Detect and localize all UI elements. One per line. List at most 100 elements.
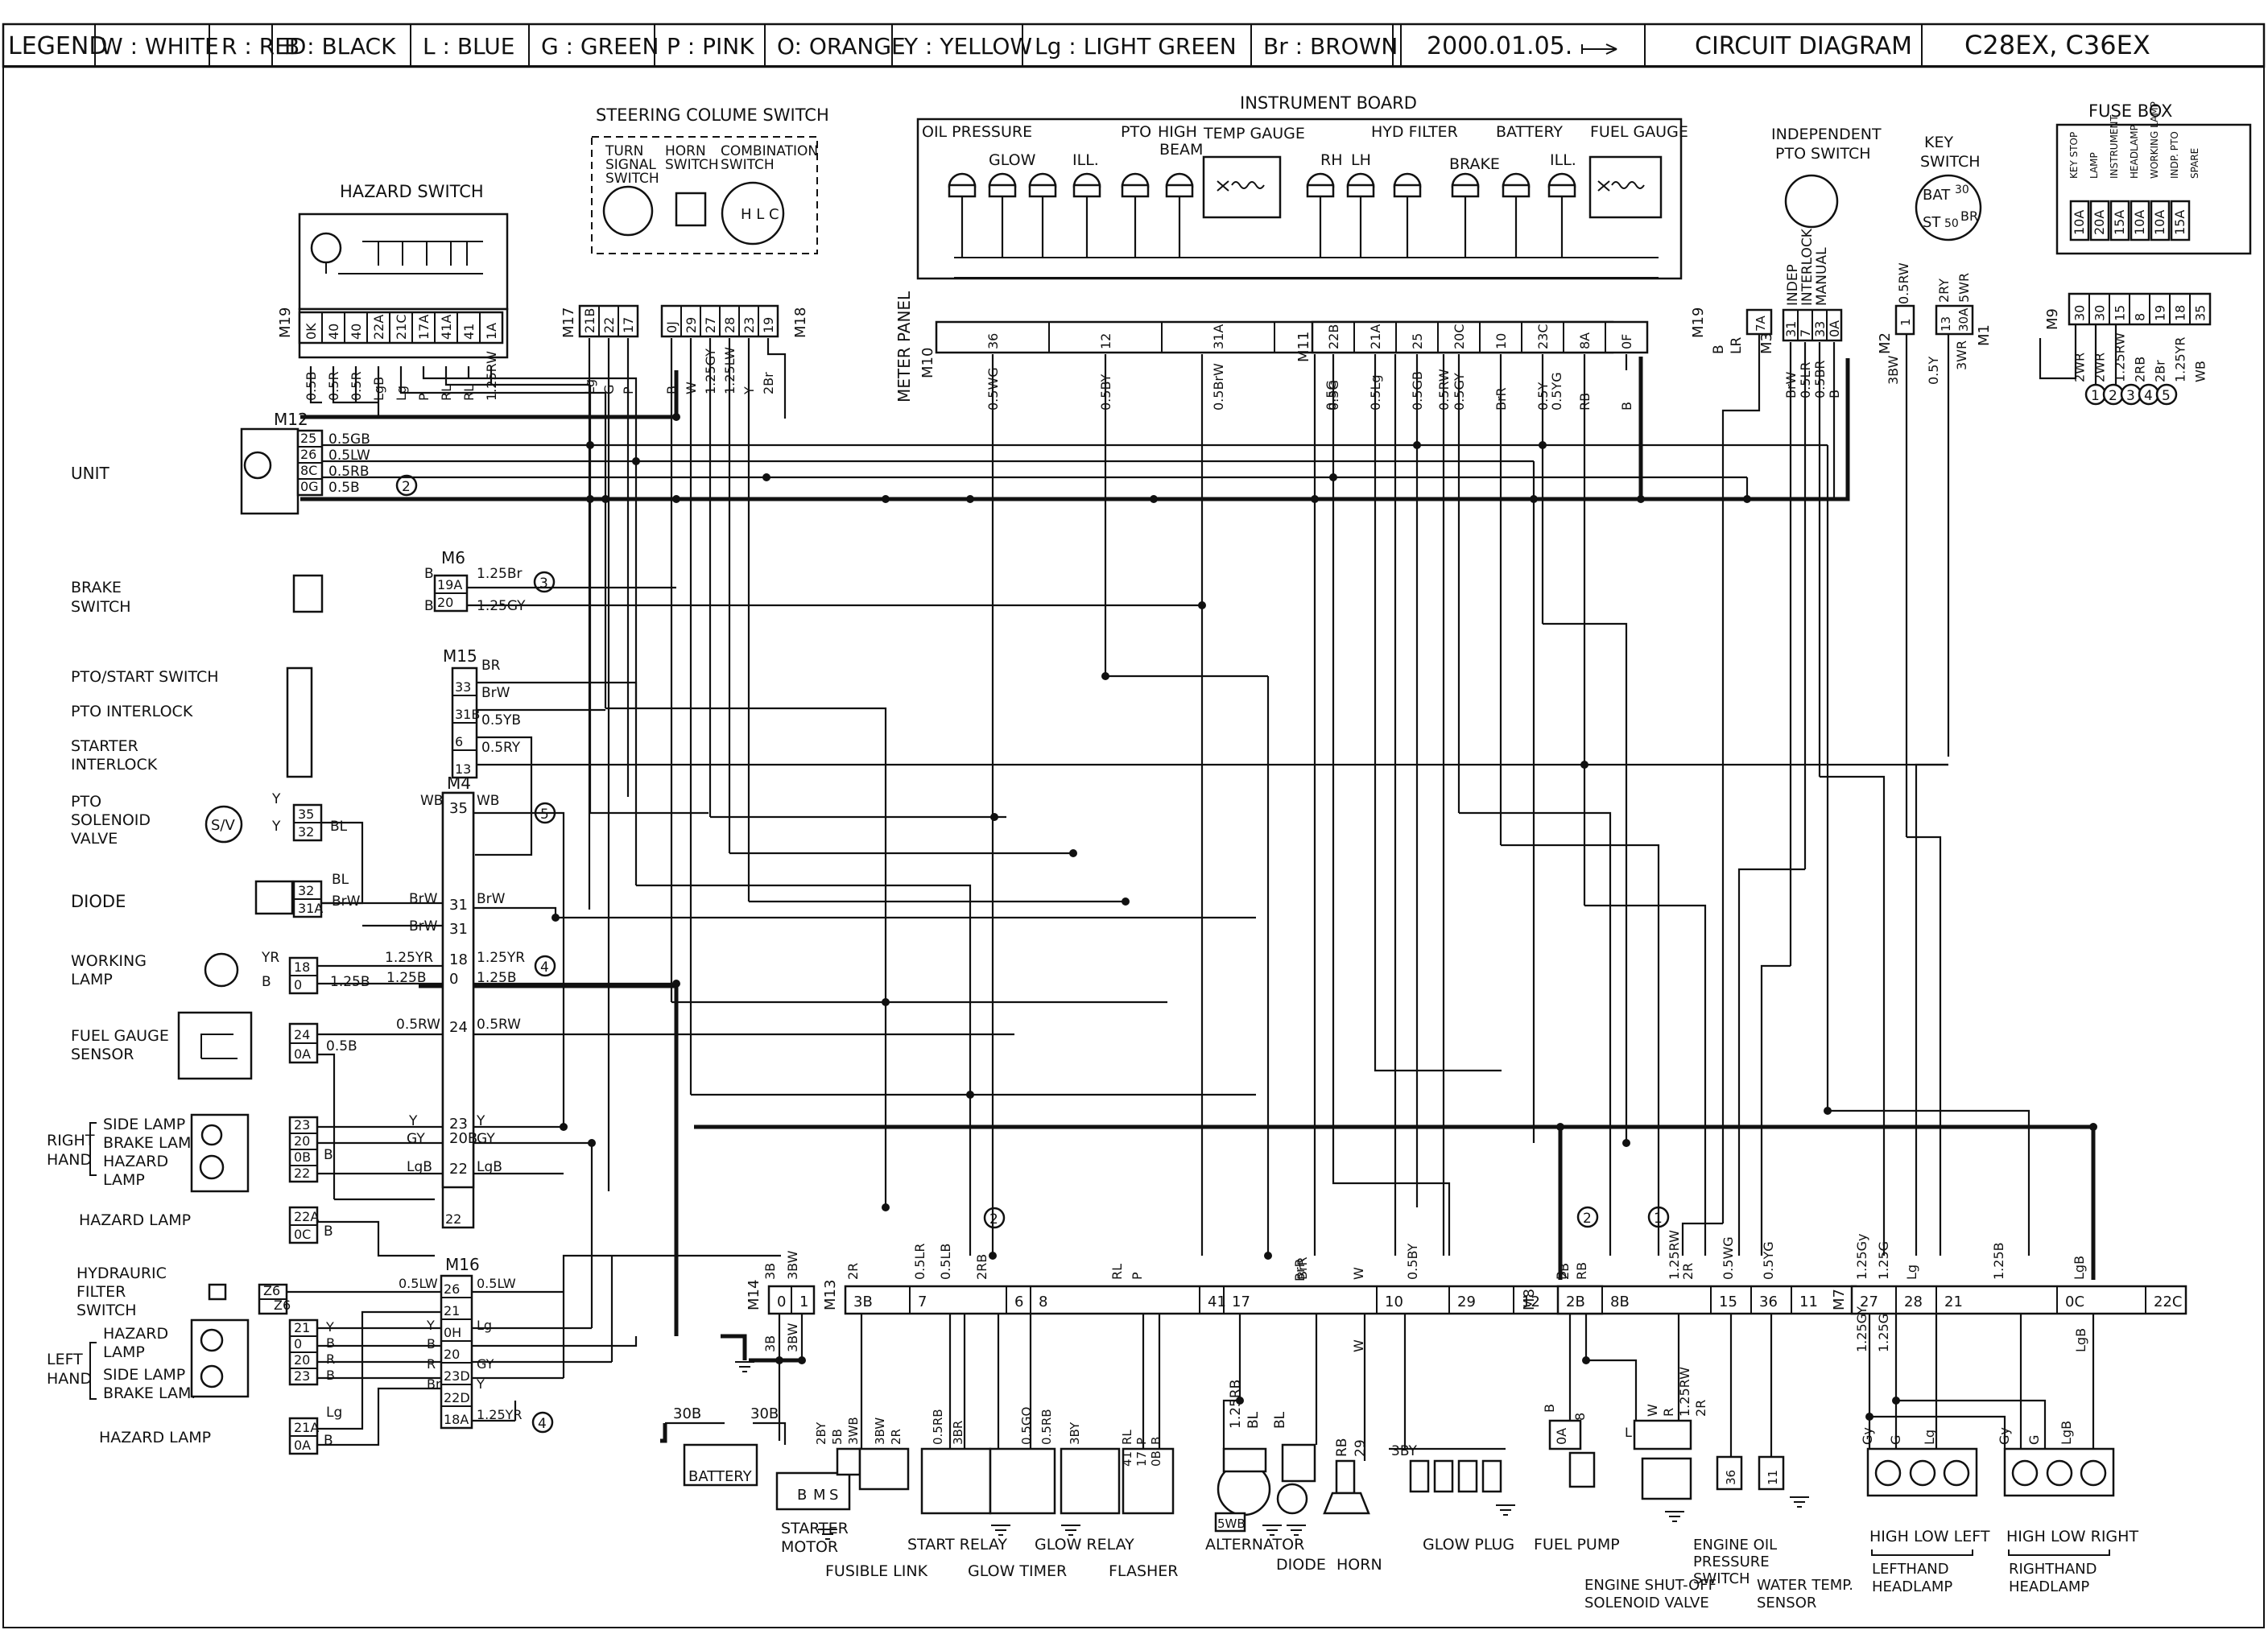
indicator-lamp-base (1306, 184, 1335, 198)
indicator-lamp-base (948, 184, 977, 198)
fusible-link-icon (858, 1447, 910, 1491)
so-wire: 2R (1693, 1400, 1708, 1417)
wire-color: B (324, 1223, 333, 1240)
connector-name: M8 (1521, 1289, 1538, 1310)
instrument-label: PTO (1121, 123, 1151, 141)
flasher-label: FLASHER (1109, 1562, 1179, 1580)
right-hand-label-2: HAND (47, 1151, 92, 1169)
wire-color: 0.5RB (328, 464, 370, 480)
pin-number: 27 (703, 317, 718, 333)
fuse-rating: 20A (2092, 210, 2107, 235)
wire (377, 1244, 435, 1257)
pin-number: 22 (449, 1161, 468, 1178)
fuse-name: INDP. PTO (2169, 131, 2180, 179)
pin-number: 3B (853, 1294, 873, 1310)
wire-color: BrW (332, 893, 361, 910)
wire (1737, 868, 1805, 1256)
junction-dot (560, 1123, 568, 1131)
indicator-lamp-base (1072, 184, 1101, 198)
junction-dot (762, 473, 770, 481)
pin-number: 13 (455, 761, 471, 777)
pin-number: 6 (1014, 1294, 1023, 1310)
legend-entry: P : PINK (667, 33, 754, 60)
junction-dot (1413, 441, 1421, 449)
wire (472, 1336, 638, 1347)
pin-number: 31 (449, 921, 468, 938)
instrument-lamps (948, 172, 1576, 258)
horn-rb: RB (1334, 1438, 1350, 1457)
connector-name: M14 (746, 1280, 762, 1310)
pin-number: 35 (449, 800, 468, 817)
key-50: 50 (1944, 217, 1959, 230)
instrument-label: BRAKE (1449, 155, 1500, 173)
flasher-pin: 17 (1134, 1451, 1149, 1467)
working-lamp-icon (204, 952, 239, 988)
fuel-sensor-label-1: FUEL GAUGE (71, 1027, 169, 1045)
pin-number: 31 (1783, 321, 1799, 337)
wire (422, 366, 638, 885)
junction-dot (588, 1139, 596, 1147)
pin-number: 32 (298, 883, 314, 898)
legend-entry: Y : YELLOW (903, 33, 1032, 60)
hyd-filter-label-2: FILTER (76, 1283, 126, 1301)
wire-color: 3BW (785, 1250, 800, 1280)
horn-29: 29 (1353, 1439, 1369, 1457)
pin-number: 0H (444, 1325, 461, 1340)
pin-number: 22D (444, 1390, 470, 1405)
wire-color: 0.5YG (1761, 1241, 1776, 1280)
ref-number: 2 (402, 479, 411, 495)
fuse-name: SPARE (2189, 148, 2200, 179)
legend-title: LEGEND (8, 32, 107, 60)
wire-color: 1.25YR (385, 950, 433, 966)
fp-0a: 0A (1554, 1428, 1569, 1445)
pin-number: 21 (444, 1303, 460, 1318)
junction-dot (1743, 495, 1751, 503)
connector-name: M19 (1690, 307, 1707, 338)
fuse-name: HEADLAMP (2129, 125, 2140, 179)
pin-number: 8B (1610, 1294, 1630, 1310)
wire-color: 1.25YR (477, 950, 525, 966)
wire (1721, 334, 1761, 1223)
junction-dot (1539, 441, 1547, 449)
pin-number: 22A (294, 1209, 319, 1224)
pin-number: 33 (455, 679, 471, 695)
glow-plug-icon-2 (1433, 1459, 1454, 1493)
horn-wire: W (1351, 1339, 1366, 1352)
ref-number: 2 (2109, 388, 2117, 404)
relay-wire: 3BR (951, 1421, 965, 1445)
fuel-pump-icon (1568, 1451, 1596, 1488)
wire-color: 1.25B (477, 970, 517, 986)
indicator-lamp-icon (1547, 172, 1576, 188)
left-position-icon (1943, 1459, 1970, 1487)
wire (475, 736, 533, 856)
turn-signal-switch-icon (602, 185, 654, 237)
pin-number: 30 (2092, 305, 2108, 321)
pin-number: 40 (326, 324, 341, 340)
unit-icon (243, 451, 272, 480)
pin-number: 12 (1098, 333, 1113, 349)
wire-color: 1.25Br (477, 566, 523, 582)
horn: HORN RB 29 (1323, 1438, 1382, 1574)
indicator-lamp-icon (948, 172, 977, 188)
wire-color: WB (420, 793, 443, 809)
pin-number: Z6 (263, 1283, 280, 1298)
rh-hazard-lamp-icon (199, 1154, 225, 1180)
pto-mode-label: INTERLOCK (1799, 228, 1816, 306)
pin-number: 21B (582, 308, 597, 333)
flasher-wire: B (1149, 1437, 1163, 1445)
wire (1915, 763, 1948, 1256)
wire-color: B (1619, 402, 1634, 411)
document-title: CIRCUIT DIAGRAM (1695, 32, 1912, 60)
connector-body (1556, 1285, 1857, 1315)
wire-color: 1.25G (1876, 1241, 1891, 1280)
wire-color: 2RY (1936, 279, 1952, 303)
battery-wire-2: 30B (750, 1405, 779, 1422)
svg-text:H L C: H L C (741, 206, 779, 223)
junction-dot (672, 980, 680, 988)
pin-number: 21C (394, 314, 409, 340)
